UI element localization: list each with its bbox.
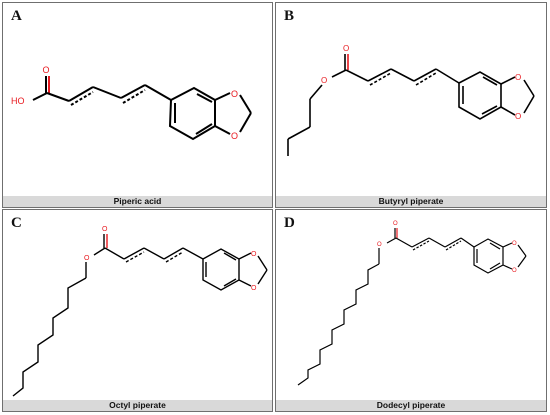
octyl-piperate-structure: O O O O [12, 226, 268, 397]
panel-letter: D [284, 215, 295, 231]
ester-oxygen-label: O [84, 255, 90, 262]
ring-oxygen-label: O [231, 131, 238, 141]
panel-a: A O HO O O Piperic acid [2, 2, 273, 208]
carbonyl-oxygen-label: O [43, 65, 50, 75]
ring-oxygen-label: O [251, 285, 257, 292]
ring-oxygen-label: O [515, 73, 521, 82]
carbonyl-oxygen-label: O [102, 226, 108, 233]
panel-b: B O O O O Bu [275, 2, 547, 208]
hydroxyl-label: HO [11, 96, 25, 106]
caption-bar: Octyl piperate [3, 400, 272, 411]
panel-c: C O O O O Octyl piperate [2, 209, 273, 412]
ring-oxygen-label: O [512, 268, 517, 274]
ring-oxygen-label: O [251, 251, 257, 258]
carbonyl-oxygen-label: O [343, 44, 349, 53]
panel-d: D O O O O Dodecyl piperate [275, 209, 547, 412]
ring-oxygen-label: O [231, 89, 238, 99]
ring-oxygen-label: O [512, 241, 517, 247]
carbonyl-oxygen-label: O [393, 221, 398, 227]
panel-letter: A [11, 8, 22, 24]
dodecyl-piperate-structure: O O O O [297, 221, 527, 386]
panel-letter: C [11, 215, 22, 231]
ester-oxygen-label: O [377, 242, 382, 248]
caption-bar: Butyryl piperate [276, 196, 546, 207]
panel-letter: B [284, 8, 295, 24]
ring-oxygen-label: O [515, 112, 521, 121]
butyryl-piperate-structure: O O O O [287, 44, 535, 156]
piperic-acid-structure: O HO O O [11, 65, 252, 141]
ester-oxygen-label: O [321, 76, 327, 85]
caption-bar: Piperic acid [3, 196, 272, 207]
caption-bar: Dodecyl piperate [276, 400, 546, 411]
